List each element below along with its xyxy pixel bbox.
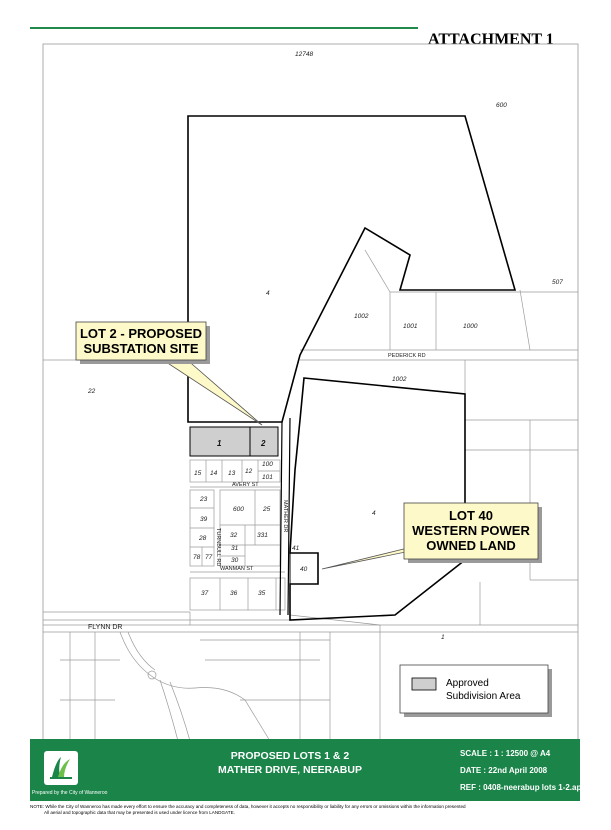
lot-40-box <box>289 552 319 585</box>
residential-lots <box>189 459 286 611</box>
road-label-flynn: FLYNN DR <box>88 624 122 631</box>
lot-2-area <box>249 426 279 457</box>
prepared-by: Prepared by the City of Wanneroo <box>32 790 108 796</box>
parcel-label: 331 <box>257 532 268 539</box>
parcel-label: 23 <box>199 496 208 503</box>
parcel-label: 600 <box>233 506 244 513</box>
suburb-streets <box>60 631 331 742</box>
parcel-label: 12748 <box>295 51 313 58</box>
parcel-label: 15 <box>194 470 202 477</box>
parcel-label: 77 <box>205 554 213 561</box>
parcel-label: 32 <box>230 532 238 539</box>
road-label-wanman: WANMAN ST <box>220 566 254 572</box>
parcel-label: 39 <box>200 516 208 523</box>
parcel-label: 100 <box>262 461 273 468</box>
footer-title-line2: MATHER DRIVE, NEERABUP <box>218 764 362 776</box>
parcel-labels: 12748 600 507 4 1002 1001 1000 1002 22 4… <box>87 51 563 641</box>
parcel-label: 40 <box>300 566 308 573</box>
parcel-label: 14 <box>210 470 218 477</box>
disclaimer-line1: NOTE: While the City of Wanneroo has mad… <box>30 804 466 809</box>
parcel-label: 1002 <box>354 313 369 320</box>
parcel-label: 600 <box>496 102 507 109</box>
road-label-pederick: PEDERICK RD <box>388 353 426 359</box>
footer-title-line1: PROPOSED LOTS 1 & 2 <box>230 750 350 762</box>
parcel-label: 1 <box>441 634 445 641</box>
footer-scale: SCALE : 1 : 12500 @ A4 <box>460 749 551 758</box>
footer-date: DATE : 22nd April 2008 <box>460 766 548 775</box>
parcel-label: 78 <box>193 554 201 561</box>
parcel-label: 25 <box>262 506 271 513</box>
lot-2-label: 2 <box>260 439 266 448</box>
parcel-label: 12 <box>245 468 253 475</box>
parcel-label: 35 <box>258 590 266 597</box>
lot40-callout-line1: LOT 40 <box>449 508 493 523</box>
disclaimer-line2: All aerial and topographic data that may… <box>44 810 235 815</box>
legend-line2: Subdivision Area <box>446 691 521 702</box>
footer-ref: REF : 0408-neerabup lots 1-2.apr <box>460 783 585 792</box>
parcel-label: 28 <box>198 535 207 542</box>
parcel-label: 30 <box>231 557 239 564</box>
substation-callout-line2: SUBSTATION SITE <box>83 341 198 356</box>
footer-bar: Prepared by the City of Wanneroo PROPOSE… <box>30 739 584 801</box>
mather-drive <box>279 417 291 616</box>
parcel-label: 22 <box>87 388 96 395</box>
road-label-turnbull: TURNBULL RD <box>215 528 221 566</box>
parcel-label: 1001 <box>403 323 418 330</box>
substation-callout-box <box>75 321 207 361</box>
footer-meta: SCALE : 1 : 12500 @ A4 DATE : 22nd April… <box>460 745 584 796</box>
parcel-label: 41 <box>292 545 300 552</box>
road-label-avery: AVERY ST <box>232 482 259 488</box>
parcel-label: 36 <box>230 590 238 597</box>
lot40-callout-line2: WESTERN POWER <box>412 523 530 538</box>
legend-line1: Approved <box>446 678 489 689</box>
lot40-callout-line3: OWNED LAND <box>426 538 516 553</box>
legend-swatch <box>411 677 437 691</box>
lot40-callout-box <box>403 502 539 560</box>
parcel-label: 1000 <box>463 323 478 330</box>
parcel-label: 13 <box>228 470 236 477</box>
substation-callout-line1: LOT 2 - PROPOSED <box>80 326 202 341</box>
footer-title: PROPOSED LOTS 1 & 2 MATHER DRIVE, NEERAB… <box>180 749 400 777</box>
parcel-label: 4 <box>266 290 270 297</box>
lot-1-label: 1 <box>217 439 222 448</box>
header-rule <box>30 27 418 29</box>
parcel-label: 507 <box>552 279 563 286</box>
parcel-label: 101 <box>262 474 273 481</box>
lot-4-north-boundary <box>187 115 517 423</box>
parcel-label: 4 <box>372 510 376 517</box>
parcel-label: 31 <box>231 545 239 552</box>
lot-1-area <box>189 426 251 457</box>
disclaimer-note: NOTE: While the City of Wanneroo has mad… <box>30 804 590 816</box>
road-label-mather: MATHER DR <box>282 500 288 532</box>
city-logo-icon <box>44 751 78 785</box>
parcel-label: 37 <box>201 590 209 597</box>
parcel-label: 1002 <box>392 376 407 383</box>
map-frame <box>42 43 579 742</box>
